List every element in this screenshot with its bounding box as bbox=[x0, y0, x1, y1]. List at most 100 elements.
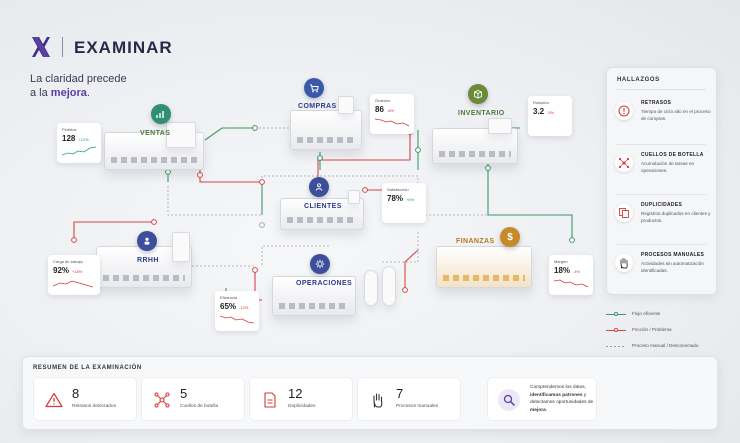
findings-panel: HALLAZGOS RETRASOS Tiempo de ciclo alto … bbox=[606, 67, 717, 295]
person-icon[interactable] bbox=[137, 231, 157, 251]
finding-desc: Actividades sin automatización identific… bbox=[641, 261, 704, 273]
finding-desc: Registros duplicados en clientes y produ… bbox=[641, 211, 711, 223]
dept-label-finanzas: FINANZAS bbox=[456, 238, 495, 245]
stat-manuales[interactable]: 7 Procesos manuales bbox=[357, 377, 461, 421]
legend-item-manual: Proceso manual / Desconectado bbox=[606, 342, 717, 350]
alert-circle-icon bbox=[615, 102, 633, 120]
metric-label: Órdenes bbox=[375, 98, 391, 103]
dept-label-clientes: CLIENTES bbox=[304, 203, 342, 210]
metric-value: 3.2 bbox=[533, 107, 545, 116]
summary-title: RESUMEN DE LA EXAMINACIÓN bbox=[33, 365, 142, 371]
summary-bar: RESUMEN DE LA EXAMINACIÓN 8 Retrasos det… bbox=[22, 356, 718, 430]
stat-label: Duplicidades bbox=[288, 404, 316, 409]
dept-label-ventas: VENTAS bbox=[140, 130, 171, 137]
stat-label: Procesos manuales bbox=[396, 404, 439, 409]
metric-value: 86 bbox=[375, 105, 384, 114]
network-icon bbox=[152, 390, 172, 410]
network-icon bbox=[615, 154, 633, 172]
metric-card-carga[interactable]: Carga de trabajo 92%+18% bbox=[48, 255, 100, 295]
tagline-accent: mejora bbox=[50, 87, 87, 99]
metric-delta: +12% bbox=[78, 137, 89, 142]
metric-delta: +18% bbox=[72, 269, 83, 274]
hand-icon bbox=[615, 254, 633, 272]
insight-text: Comprendemos los datos, identificamos pa… bbox=[530, 384, 594, 414]
stat-value: 8 bbox=[72, 386, 80, 401]
insight-text-bold: identificamos patrones bbox=[530, 392, 583, 398]
metric-value: 92% bbox=[53, 266, 70, 275]
metric-label: Rotación bbox=[533, 100, 549, 105]
metric-card-pedidos[interactable]: Pedidos 128+12% bbox=[57, 123, 101, 163]
copy-icon bbox=[615, 204, 633, 222]
legend-dot bbox=[614, 328, 618, 332]
finding-title: RETRASOS bbox=[641, 100, 672, 106]
finding-desc: Tiempo de ciclo alto en el proceso de co… bbox=[641, 109, 711, 121]
tagline-prefix: a la bbox=[30, 87, 51, 99]
insight-text-part: y detectamos oportunidades de bbox=[530, 392, 594, 406]
dept-label-operaciones: OPERACIONES bbox=[296, 280, 353, 287]
metric-card-margen[interactable]: Margen 18%-4% bbox=[549, 255, 593, 295]
metric-delta: -5% bbox=[547, 110, 555, 115]
building-inventario bbox=[432, 118, 527, 168]
metric-delta: +6% bbox=[406, 197, 415, 202]
legend-item-friction: Fricción / Problema bbox=[606, 326, 717, 334]
finding-title: PROCESOS MANUALES bbox=[641, 252, 705, 258]
metric-label: Eficiencia bbox=[220, 295, 238, 300]
findings-title: HALLAZGOS bbox=[617, 77, 660, 83]
metric-value: 18% bbox=[554, 266, 571, 275]
stat-cuellos[interactable]: 5 Cuellos de botella bbox=[141, 377, 245, 421]
legend: Flujo eficiente Fricción / Problema Proc… bbox=[606, 305, 717, 355]
stat-label: Retrasos detectados bbox=[72, 404, 116, 409]
dept-label-inventario: INVENTARIO bbox=[458, 110, 505, 117]
tagline: La claridad precede a la mejora. bbox=[30, 72, 160, 100]
finding-title: DUPLICIDADES bbox=[641, 202, 683, 208]
metric-card-satisfaccion[interactable]: Satisfacción 78%+6% bbox=[382, 183, 426, 223]
stat-value: 12 bbox=[288, 386, 303, 401]
divider bbox=[617, 144, 706, 145]
sparkline bbox=[53, 280, 93, 288]
stat-retrasos[interactable]: 8 Retrasos detectados bbox=[33, 377, 137, 421]
metric-card-ordenes[interactable]: Órdenes 86-8% bbox=[370, 94, 414, 134]
metric-delta: -4% bbox=[573, 269, 581, 274]
warning-triangle-icon bbox=[44, 390, 64, 410]
metric-label: Margen bbox=[554, 259, 568, 264]
dept-label-rrhh: RRHH bbox=[137, 257, 159, 264]
insight-text-part: . bbox=[545, 407, 548, 413]
stat-label: Cuellos de botella bbox=[180, 404, 219, 409]
document-icon bbox=[260, 390, 280, 410]
cart-icon[interactable] bbox=[304, 78, 324, 98]
tagline-line-1: La claridad precede bbox=[30, 73, 127, 85]
insight-text-bold: mejora bbox=[530, 407, 546, 413]
gear-icon[interactable] bbox=[310, 254, 330, 274]
divider bbox=[617, 89, 706, 90]
building-clientes bbox=[280, 190, 370, 234]
sparkline bbox=[375, 118, 409, 127]
dept-label-compras: COMPRAS bbox=[298, 103, 337, 110]
search-icon bbox=[498, 389, 520, 411]
metric-delta: -8% bbox=[386, 108, 395, 113]
metric-card-eficiencia[interactable]: Eficiencia 65%-12% bbox=[215, 291, 259, 331]
building-finanzas bbox=[436, 232, 536, 292]
metric-label: Satisfacción bbox=[387, 187, 409, 192]
finding-desc: Acumulación de tareas en operaciones. bbox=[641, 161, 695, 173]
legend-line bbox=[606, 346, 626, 347]
sparkline bbox=[220, 315, 254, 324]
x-logo-icon bbox=[32, 37, 50, 57]
hand-icon bbox=[368, 390, 388, 410]
chart-icon[interactable] bbox=[151, 104, 171, 124]
legend-dot bbox=[614, 312, 618, 316]
stat-duplicidades[interactable]: 12 Duplicidades bbox=[249, 377, 353, 421]
users-icon[interactable] bbox=[309, 177, 329, 197]
finding-title: CUELLOS DE BOTELLA bbox=[641, 152, 704, 158]
divider bbox=[617, 244, 706, 245]
legend-label: Fricción / Problema bbox=[632, 327, 672, 332]
box-icon[interactable] bbox=[468, 84, 488, 104]
metric-value: 78% bbox=[387, 194, 404, 203]
insight-text-part: Comprendemos los datos, bbox=[530, 385, 586, 390]
legend-label: Flujo eficiente bbox=[632, 311, 661, 316]
metric-card-rotacion[interactable]: Rotación 3.2-5% bbox=[528, 96, 572, 136]
building-ventas bbox=[104, 122, 214, 172]
legend-label: Proceso manual / Desconectado bbox=[632, 343, 699, 348]
dollar-icon[interactable]: $ bbox=[500, 227, 520, 247]
sparkline bbox=[554, 279, 588, 288]
